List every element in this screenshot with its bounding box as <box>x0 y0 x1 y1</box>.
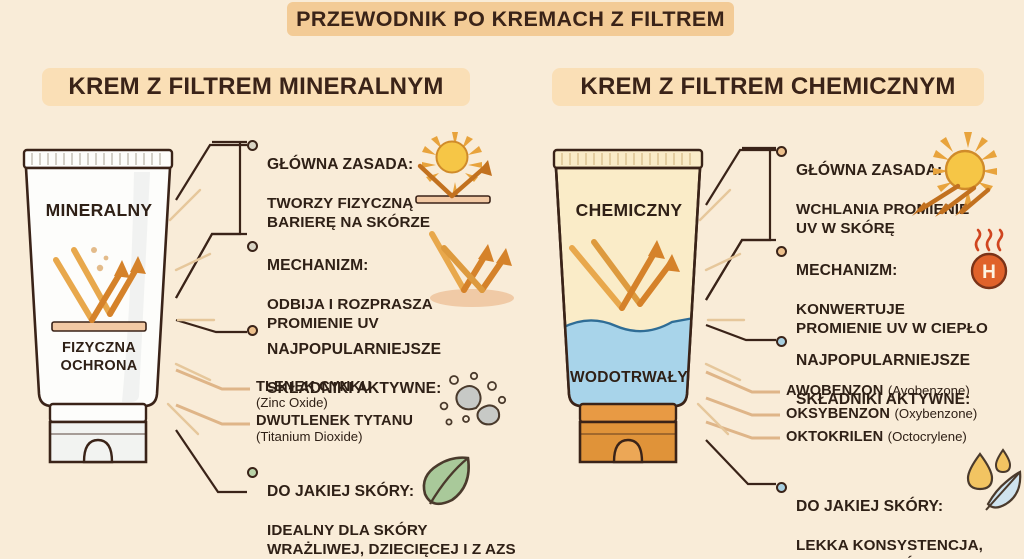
bullet-chemical-mechanism: MECHANIZM: KONWERTUJE PROMIENIE UV W CIE… <box>776 241 991 339</box>
bullet-body: IDEALNY DLA SKÓRY WRAŻLIWEJ, DZIECIĘCEJ … <box>267 521 516 559</box>
chemical-sunscreen-tube: CHEMICZNY WODOTRWAŁY <box>544 142 746 532</box>
ingredient-name: OKSYBENZON <box>786 406 890 422</box>
bullet-mineral-skintype: DO JAKIEJ SKÓRY: IDEALNY DLA SKÓRY WRAŻL… <box>247 462 517 559</box>
bullet-dot <box>776 146 787 157</box>
bullet-body: WCHLANIA PROMIENIE UV W SKÓRĘ <box>796 200 970 238</box>
bullet-heading: NAJPOPULARNIEJSZE <box>796 351 971 369</box>
waterproof-fill <box>561 316 695 406</box>
leaf-icon <box>418 452 480 512</box>
section-header-mineral-label: KREM Z FILTREM MINERALNYM <box>68 73 444 100</box>
bullet-chemical-ingredients: NAJPOPULARNIEJSZE SKŁADNIKI AKTYWNE: <box>776 331 986 409</box>
bullet-chemical-skintype: DO JAKIEJ SKÓRY: LEKKA KONSYSTENCJA, DOB… <box>776 477 1006 559</box>
ingredient-name: TLENEK CYNKU <box>256 379 372 395</box>
ingredient-name: AWOBENZON <box>786 383 884 399</box>
mineral-tube-caption-line1: FIZYCZNA <box>61 340 137 356</box>
bullet-heading: DO JAKIEJ SKÓRY: <box>267 482 415 500</box>
bullet-dot <box>247 140 258 151</box>
bullet-heading: DO JAKIEJ SKÓRY: <box>796 497 944 515</box>
ingredient-latin: (Oxybenzone) <box>894 406 978 421</box>
bullet-body: ODBIJA I ROZPRASZA PROMIENIE UV <box>267 295 433 333</box>
bullet-body: SKŁADNIKI AKTYWNE: <box>267 379 442 397</box>
bullet-dot <box>247 241 258 252</box>
ingredient-titanium-dioxide: DWUTLENEK TYTANU (Titanium Dioxide) <box>256 412 413 444</box>
mineral-particles-icon <box>439 371 526 434</box>
bullet-mineral-ingredients: NAJPOPULARNIEJSZE SKŁADNIKI AKTYWNE: <box>247 320 457 398</box>
bullet-dot <box>776 246 787 257</box>
bullet-heading: MECHANIZM: <box>796 261 898 279</box>
bullet-text: GŁÓWNA ZASADA: WCHLANIA PROMIENIE UV W S… <box>796 141 976 239</box>
bullet-body: KONWERTUJE PROMIENIE UV W CIEPŁO <box>796 300 988 338</box>
bullet-heading: GŁÓWNA ZASADA: <box>267 155 414 173</box>
reflect-arrows-icon <box>429 231 530 312</box>
bullet-text: NAJPOPULARNIEJSZE SKŁADNIKI AKTYWNE: <box>796 331 986 409</box>
bullet-heading: MECHANIZM: <box>267 256 369 274</box>
page-title-banner: PRZEWODNIK PO KREMACH Z FILTREM <box>287 2 734 36</box>
section-header-mineral: KREM Z FILTREM MINERALNYM <box>42 68 470 106</box>
ingredient-avobenzone: AWOBENZON (Avobenzone) <box>786 382 970 400</box>
bullet-text: DO JAKIEJ SKÓRY: LEKKA KONSYSTENCJA, DOB… <box>796 477 1006 559</box>
bullet-dot <box>247 325 258 336</box>
heat-icon: H <box>962 228 1018 298</box>
heat-letter: H <box>982 262 996 283</box>
ingredient-octocrylene: OKTOKRILEN (Octocrylene) <box>786 428 967 446</box>
bullet-dot <box>247 467 258 478</box>
bullet-text: MECHANIZM: ODBIJA I ROZPRASZA PROMIENIE … <box>267 236 447 334</box>
sun-reflect-icon <box>404 130 510 208</box>
tube-shine-rays <box>696 188 746 436</box>
bullet-chemical-principle: GŁÓWNA ZASADA: WCHLANIA PROMIENIE UV W S… <box>776 141 976 239</box>
ingredient-latin: (Octocrylene) <box>887 429 967 444</box>
ingredient-latin: (Zinc Oxide) <box>256 395 328 410</box>
refract-arrows-on-tube <box>569 239 673 311</box>
chemical-tube-caption-line1: WODOTRWAŁY <box>569 369 689 386</box>
ingredient-latin: (Titanium Dioxide) <box>256 429 363 444</box>
section-header-chemical: KREM Z FILTREM CHEMICZNYM <box>552 68 984 106</box>
bullet-text: GŁÓWNA ZASADA: TWORZY FIZYCZNĄ BARIERĘ N… <box>267 135 437 233</box>
ingredient-name: OKTOKRILEN <box>786 429 884 445</box>
ingredient-latin: (Avobenzone) <box>887 383 970 398</box>
page-title: PRZEWODNIK PO KREMACH Z FILTREM <box>296 6 725 31</box>
mineral-tube-caption-line2: OCHRONA <box>60 358 138 374</box>
ingredient-oxybenzone: OKSYBENZON (Oxybenzone) <box>786 405 977 423</box>
mineral-tube-brand: MINERALNY <box>45 200 153 220</box>
bullet-heading: NAJPOPULARNIEJSZE <box>267 340 442 358</box>
chemical-tube-brand: CHEMICZNY <box>575 200 683 220</box>
bullet-text: NAJPOPULARNIEJSZE SKŁADNIKI AKTYWNE: <box>267 320 457 398</box>
ingredient-zinc-oxide: TLENEK CYNKU (Zinc Oxide) <box>256 378 372 410</box>
section-header-chemical-label: KREM Z FILTREM CHEMICZNYM <box>580 73 956 100</box>
bullet-mineral-mechanism: MECHANIZM: ODBIJA I ROZPRASZA PROMIENIE … <box>247 236 447 334</box>
tube-shine-rays <box>166 188 216 436</box>
ingredient-name: DWUTLENEK TYTANU <box>256 413 413 429</box>
sun-absorb-icon <box>898 132 1010 218</box>
mineral-sunscreen-tube: MINERALNY FIZYCZNA OCHRONA <box>14 142 216 532</box>
bullet-heading: GŁÓWNA ZASADA: <box>796 161 943 179</box>
sun-rays <box>933 132 997 206</box>
bullet-mineral-principle: GŁÓWNA ZASADA: TWORZY FIZYCZNĄ BARIERĘ N… <box>247 135 437 233</box>
bullet-dot <box>776 482 787 493</box>
bullet-text: MECHANIZM: KONWERTUJE PROMIENIE UV W CIE… <box>796 241 991 339</box>
bullet-text: DO JAKIEJ SKÓRY: IDEALNY DLA SKÓRY WRAŻL… <box>267 462 517 559</box>
reflect-arrows-on-tube <box>51 247 147 332</box>
bullet-dot <box>776 336 787 347</box>
bullet-body: LEKKA KONSYSTENCJA, DOBRY DO SKÓRY TŁUST… <box>796 536 983 559</box>
bullet-body: TWORZY FIZYCZNĄ BARIERĘ NA SKÓRZE <box>267 194 431 232</box>
drop-feather-icon <box>962 448 1024 528</box>
bullet-body: SKŁADNIKI AKTYWNE: <box>796 390 971 408</box>
